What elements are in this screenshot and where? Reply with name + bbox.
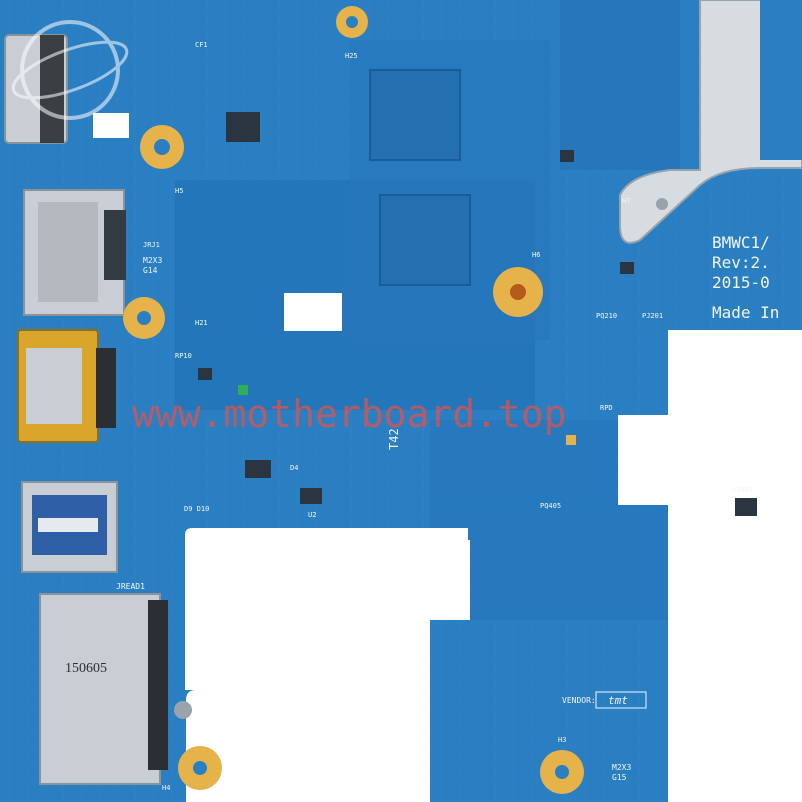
h7-label: H7 xyxy=(622,197,630,205)
board-id-text: BMWC1/ xyxy=(712,233,770,252)
h21-label: H21 xyxy=(195,319,208,327)
u2-label: U2 xyxy=(308,511,316,519)
sd-card-slot-icon: 150605 xyxy=(39,593,168,785)
d4-label: D4 xyxy=(290,464,298,472)
h3-label: H3 xyxy=(558,736,566,744)
h5-label: H5 xyxy=(175,187,183,195)
t42-label: T42 xyxy=(387,428,401,450)
board-rev-text: Rev:2. xyxy=(712,253,770,272)
h4-label: H4 xyxy=(162,784,170,792)
usb-port-icon xyxy=(21,481,118,573)
board-date-text: 2015-0 xyxy=(712,273,770,292)
vendor-label: VENDOR: xyxy=(562,696,596,705)
chip-ic xyxy=(226,112,260,142)
d9d10-label: D9 D10 xyxy=(184,505,209,513)
h6-label: H6 xyxy=(532,251,540,259)
board-cutouts xyxy=(93,113,802,802)
rpd-label: RPD xyxy=(600,404,613,412)
pq405-label: PQ405 xyxy=(540,502,561,510)
logo-watermark-icon xyxy=(11,20,129,120)
u3901-label: U3901 xyxy=(732,486,753,494)
hdmi-port-icon xyxy=(17,329,116,443)
ethernet-port-icon xyxy=(23,189,126,316)
m2x3-bottom-label: M2X3 xyxy=(612,763,631,772)
g14-label: G14 xyxy=(143,266,158,275)
jread-label: JREAD1 xyxy=(116,582,145,591)
heatsink-bracket-icon xyxy=(619,0,802,244)
g15-label: G15 xyxy=(612,773,627,782)
jrj1-label: JRJ1 xyxy=(143,241,160,249)
m2x3-left-label: M2X3 xyxy=(143,256,162,265)
vendor-value: tmt xyxy=(608,694,628,707)
sd-card-label: 150605 xyxy=(65,661,107,676)
pj201-label: PJ201 xyxy=(642,312,663,320)
pq210-label: PQ210 xyxy=(596,312,617,320)
h25-label: H25 xyxy=(345,52,358,60)
chip-u1 xyxy=(369,69,461,161)
board-made-text: Made In xyxy=(712,303,779,322)
mounting-hole-icon xyxy=(123,6,584,794)
cf1-label: CF1 xyxy=(195,41,208,49)
chip-u2 xyxy=(379,194,471,286)
watermark-text: www.motherboard.top xyxy=(132,392,567,436)
rp10-label: RP10 xyxy=(175,352,192,360)
